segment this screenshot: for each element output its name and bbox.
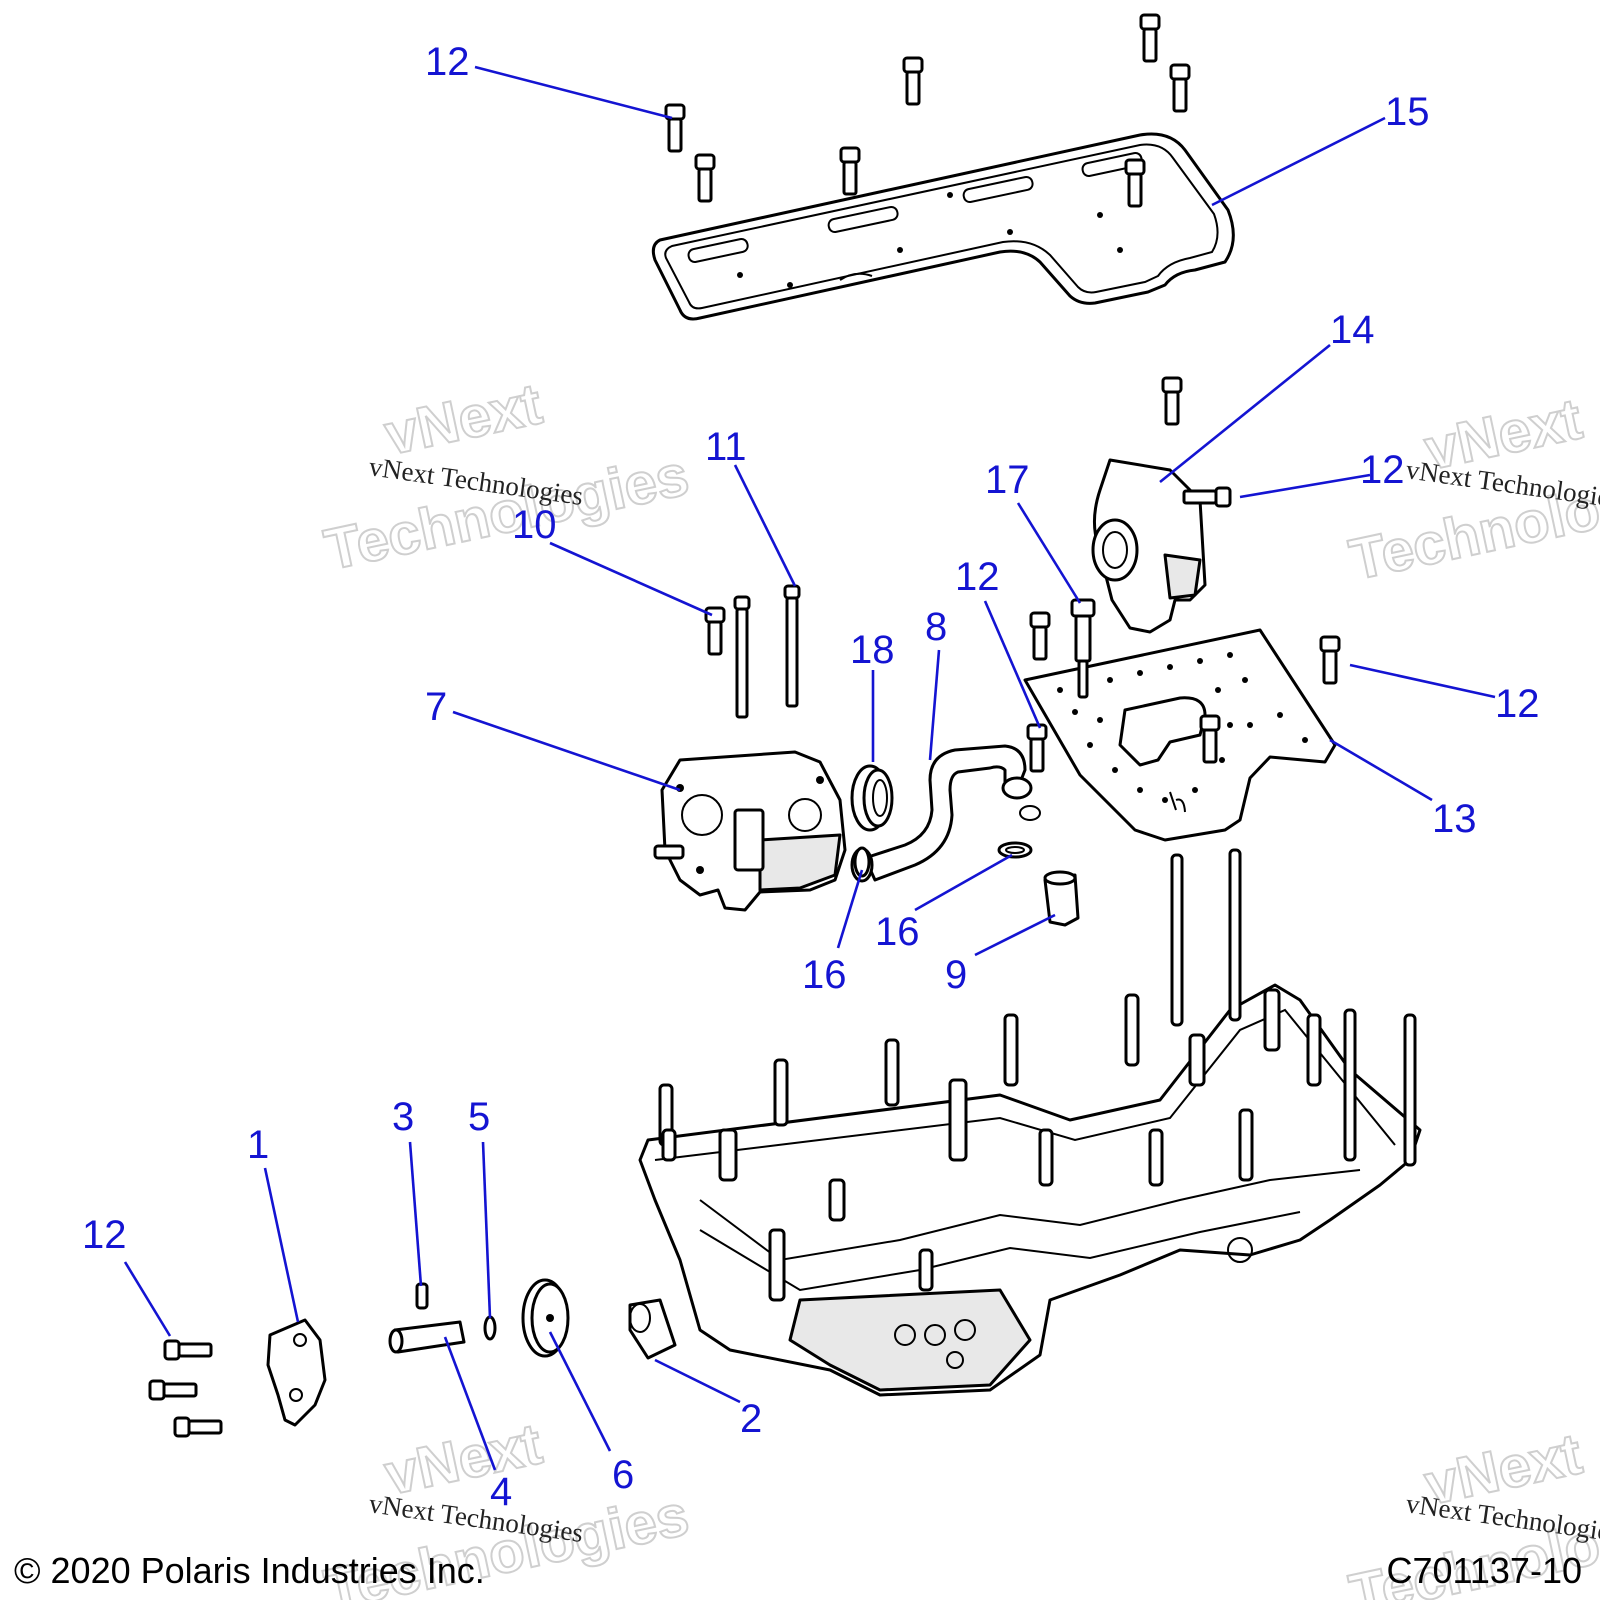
oil-pan [638,848,1422,1397]
callout-6: 6 [612,1453,634,1497]
small-bolts-front [148,1339,223,1438]
callout-9: 9 [945,953,967,997]
callout-3: 3 [392,1095,414,1139]
callout-16: 16 [802,953,847,997]
callout-12: 12 [955,555,1000,599]
pump-rotor [521,1278,570,1358]
callout-12: 12 [82,1213,127,1257]
perforated-plate [1023,598,1341,842]
callout-labels: 12 15 14 12 11 17 10 12 18 8 12 7 13 16 … [82,40,1540,1514]
small-o-ring [483,1315,497,1341]
long-bolts [704,584,801,719]
callout-13: 13 [1432,797,1477,841]
plug [1043,870,1080,927]
callout-1: 1 [247,1123,269,1167]
callout-5: 5 [468,1095,490,1139]
callout-17: 17 [985,458,1030,502]
callout-16: 16 [875,910,920,954]
dowel-pin [415,1282,429,1310]
callout-10: 10 [512,503,557,547]
shaft [388,1320,466,1354]
leader-lines [123,65,1496,1471]
outlet-fitting [628,1298,677,1360]
watermark-top-left: vNext Technologies vNext Technologies [318,370,695,583]
drawing-number: C701137-10 [1387,1550,1583,1591]
callout-15: 15 [1385,90,1430,134]
gasket-plate-top [651,132,1235,321]
seal-ring [850,764,894,832]
watermark-big-1: vNext [379,371,547,467]
copyright-text: © 2020 Polaris Industries Inc. [14,1550,485,1591]
callout-12: 12 [425,40,470,84]
callout-8: 8 [925,605,947,649]
o-rings [853,841,1033,878]
oil-pump [653,750,847,912]
callout-12: 12 [1495,682,1540,726]
callout-18: 18 [850,628,895,672]
cover-block [1091,376,1232,634]
callout-2: 2 [740,1397,762,1441]
callout-12: 12 [1360,448,1405,492]
callout-4: 4 [490,1470,512,1514]
bracket [266,1318,327,1427]
bolts-plate-top [664,13,1191,208]
callout-7: 7 [425,685,447,729]
callout-11: 11 [705,425,747,469]
callout-14: 14 [1330,308,1375,352]
